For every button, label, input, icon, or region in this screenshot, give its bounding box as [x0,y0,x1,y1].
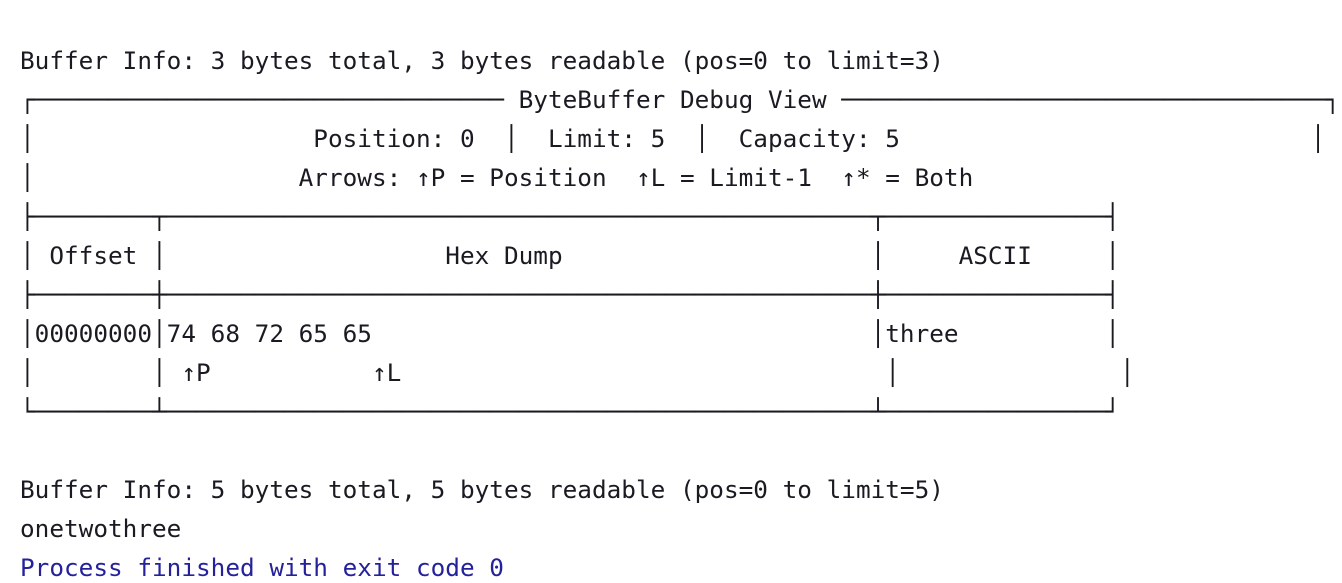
buffer-info-line-first: Buffer Info: 3 bytes total, 3 bytes read… [20,46,944,75]
debug-view-box-top-border: ┌──────────────────────────────── ByteBu… [20,85,1340,114]
table-header-row: │ Offset │ Hex Dump │ ASCII │ [20,241,1120,270]
decoded-string-output: onetwothree [20,514,182,543]
table-separator-top: ├────────┬──────────────────────────────… [20,202,1120,231]
buffer-info-line-second: Buffer Info: 5 bytes total, 5 bytes read… [20,475,944,504]
hex-dump-arrow-row: │ │ ↑P ↑L │ │ [20,358,1135,387]
arrows-legend-row: │ Arrows: ↑P = Position ↑L = Limit-1 ↑* … [20,163,1342,192]
table-separator-middle: ├────────┼──────────────────────────────… [20,280,1120,309]
process-exit-line: Process finished with exit code 0 [20,553,504,582]
table-bottom-border: └────────┴──────────────────────────────… [20,397,1120,426]
buffer-stats-row: │ Position: 0 │ Limit: 5 │ Capacity: 5 │ [20,124,1326,153]
hex-dump-data-row: │00000000│74 68 72 65 65 │three │ [20,319,1120,348]
